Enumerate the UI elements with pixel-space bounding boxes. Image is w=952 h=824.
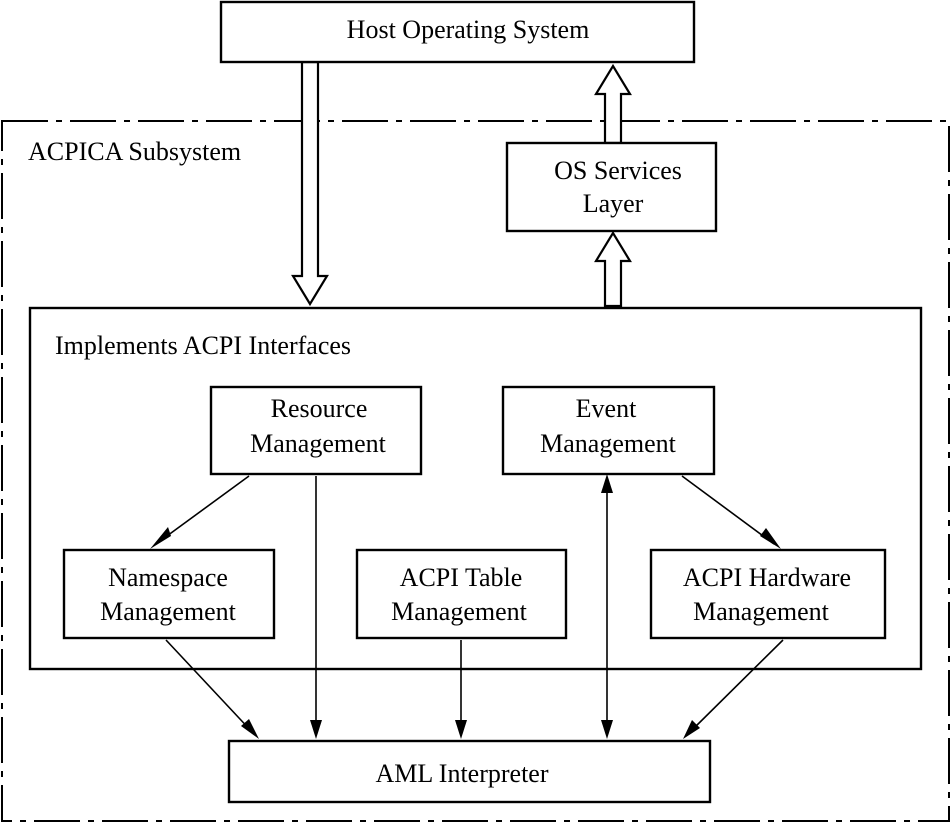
- arrow-interfaces-to-os-services: [594, 230, 632, 308]
- resource-management-box: [209, 385, 423, 476]
- event-management-node: Event Management: [501, 385, 716, 476]
- arrowhead-aml-from-hardware: [683, 720, 700, 739]
- acpica-subsystem-title: ACPICA Subsystem: [28, 137, 241, 166]
- hardware-management-label-line2: Management: [693, 597, 830, 626]
- os-services-box: [505, 141, 718, 233]
- acpi-interfaces-title: Implements ACPI Interfaces: [55, 331, 351, 360]
- arrowhead-aml-from-resource: [310, 720, 322, 739]
- arrowhead-event-up: [601, 474, 613, 493]
- host-os-label: Host Operating System: [347, 15, 590, 44]
- aml-interpreter-label: AML Interpreter: [375, 759, 548, 788]
- resource-management-label-line2: Management: [250, 429, 387, 458]
- arrow-host-to-interfaces: [291, 60, 329, 307]
- hardware-management-node: ACPI Hardware Management: [649, 548, 887, 640]
- connector-lines: [155, 475, 784, 735]
- namespace-management-box: [62, 548, 276, 640]
- event-management-box: [501, 385, 716, 476]
- namespace-management-label-line1: Namespace: [108, 563, 228, 592]
- aml-interpreter-box: [227, 739, 712, 804]
- event-management-label-line2: Management: [540, 429, 677, 458]
- edge-namespace-to-aml: [165, 639, 255, 735]
- arrowhead-aml-from-table: [455, 720, 467, 739]
- hardware-management-box: [649, 548, 887, 640]
- os-services-label-line2: Layer: [583, 189, 644, 218]
- table-management-box: [355, 548, 568, 640]
- os-services-label-line1: OS Services: [554, 156, 682, 185]
- arrowhead-namespace: [150, 527, 171, 549]
- resource-management-node: Resource Management: [209, 385, 423, 476]
- hardware-management-label-line1: ACPI Hardware: [683, 563, 851, 592]
- acpica-subsystem-frame: [1, 120, 950, 822]
- table-management-node: ACPI Table Management: [355, 548, 568, 640]
- table-management-label-line1: ACPI Table: [400, 563, 523, 592]
- edge-hardware-to-aml: [687, 639, 784, 735]
- aml-interpreter-node: AML Interpreter: [227, 739, 712, 804]
- arrow-os-services-to-host: [594, 63, 632, 145]
- namespace-management-node: Namespace Management: [62, 548, 276, 640]
- host-os-box: [219, 0, 696, 64]
- host-os-node: Host Operating System: [219, 0, 696, 64]
- edge-resource-to-namespace: [155, 475, 250, 545]
- os-services-node: OS Services Layer: [505, 141, 718, 233]
- event-management-label-line1: Event: [576, 394, 637, 423]
- arrowhead-aml-from-event: [601, 720, 613, 739]
- arrowheads: [150, 474, 781, 739]
- resource-management-label-line1: Resource: [271, 394, 368, 423]
- arrowhead-aml-from-namespace: [241, 719, 259, 739]
- namespace-management-label-line2: Management: [100, 597, 237, 626]
- arrowhead-hardware: [760, 528, 781, 549]
- acpi-interfaces-frame: [28, 306, 923, 671]
- table-management-label-line2: Management: [391, 597, 528, 626]
- edge-event-to-hardware: [681, 475, 775, 545]
